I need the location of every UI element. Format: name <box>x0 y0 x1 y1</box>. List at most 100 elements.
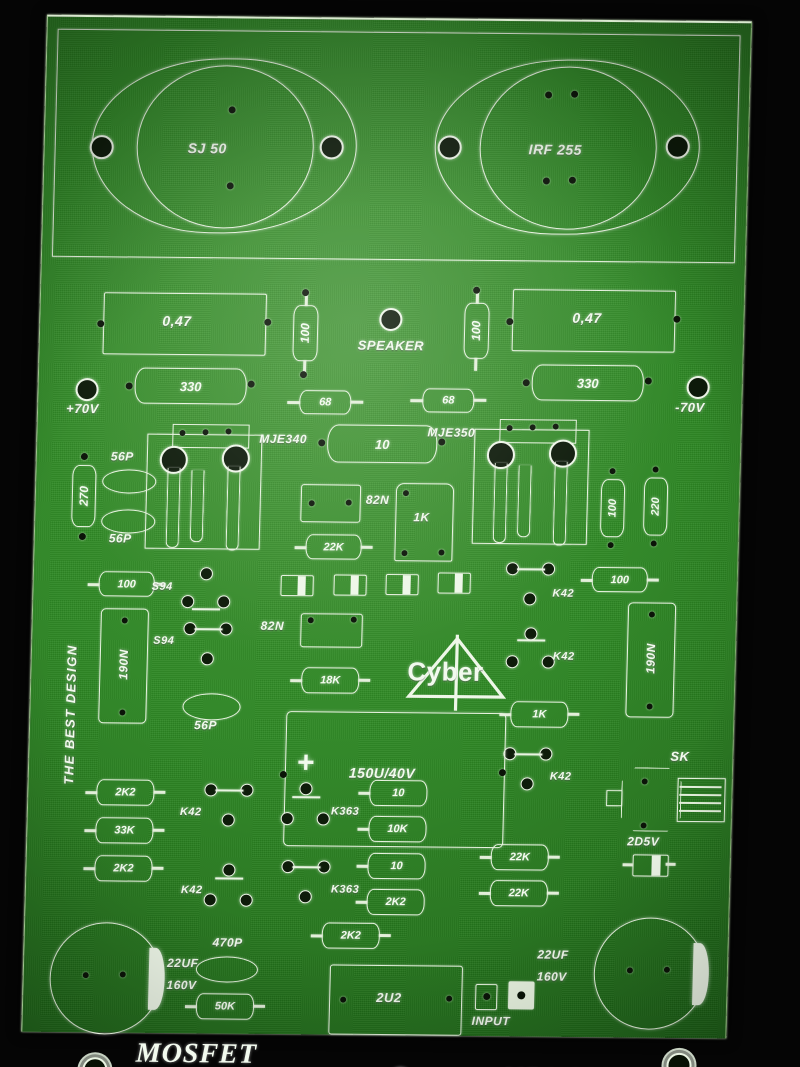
power-pad-negative[interactable] <box>686 375 710 400</box>
lead-r18k-2 <box>358 678 371 682</box>
lead-r68-left-b <box>350 400 364 404</box>
to92-flat-edge <box>517 639 546 642</box>
to220-lead-outline-l3 <box>225 466 241 551</box>
silk-label-zener-2d5v: 2D5V <box>626 834 660 849</box>
lead-r100mr-2 <box>646 578 659 582</box>
silk-label-c82n-a: 82N <box>365 492 390 507</box>
footprint-r100-right: 100 <box>463 302 490 359</box>
silk-label-s94-b: S94 <box>153 634 175 647</box>
lead-r22kc-1 <box>478 891 491 895</box>
footprint-k42-e <box>201 863 254 909</box>
diode-cathode-band-1 <box>297 576 307 596</box>
lead-r22kc-2 <box>546 891 559 895</box>
diode-cathode-band-3 <box>402 575 412 595</box>
lead-r68-left-a <box>287 400 301 404</box>
silk-label-minus70v: -70V <box>674 399 705 416</box>
silk-label-mje350: MJE350 <box>427 425 476 440</box>
footprint-r18k: 18K <box>300 667 360 694</box>
footprint-r100-ml: 100 <box>98 571 155 597</box>
to92-pin <box>520 777 534 791</box>
silk-label-r1k-b: 1K <box>532 708 547 721</box>
cyber-logo: Cyber <box>400 632 512 713</box>
footprint-r1k-b: 1K <box>510 701 569 728</box>
silk-label-r2k2-d: 2K2 <box>340 929 362 942</box>
to92-pin <box>523 592 537 606</box>
pad-r330-left-a <box>125 382 133 390</box>
silk-label-r68-left: 68 <box>318 396 332 409</box>
footprint-r100-mr: 100 <box>591 566 649 593</box>
footprint-r22k-a: 22K <box>305 534 362 560</box>
pad-r100rv-top <box>609 468 616 475</box>
to92-pin <box>203 893 217 907</box>
lead-r100ml-1 <box>87 583 100 586</box>
footprint-r22k-b: 22K <box>490 844 550 871</box>
to220-lead-outline-l2 <box>189 470 205 543</box>
to92-flat-edge <box>292 866 321 869</box>
silk-label-r10-b: 10 <box>390 860 403 873</box>
lead-r2k2b-2 <box>151 866 164 870</box>
silk-label-mje340: MJE340 <box>259 431 308 447</box>
speaker-output-pad[interactable] <box>379 307 403 332</box>
silk-label-r330-right: 330 <box>576 375 599 391</box>
lead-r68-right-b <box>473 398 487 402</box>
footprint-c56p-a <box>101 469 157 494</box>
silk-label-sj50: SJ 50 <box>187 139 227 157</box>
footprint-diode-3 <box>385 573 419 596</box>
silk-label-r22k-a: 22K <box>323 540 344 554</box>
mounting-hole-bottom-left <box>82 1057 108 1067</box>
lead-r2k2c-1 <box>355 900 368 904</box>
silk-label-irf255: IRF 255 <box>528 141 583 158</box>
to220-lead-outline-r3 <box>552 461 568 546</box>
silk-label-speaker: SPEAKER <box>357 337 425 354</box>
silk-label-c2u2: 2U2 <box>376 989 402 1006</box>
silk-label-r270: 270 <box>76 485 92 507</box>
to92-pin <box>199 567 214 581</box>
silk-label-r100-mr: 100 <box>610 573 630 586</box>
silk-label-r10-a: 10 <box>392 787 405 800</box>
lead-r22k-a-2 <box>360 545 373 549</box>
to92-flat-edge <box>292 796 321 799</box>
lead-r10a-1 <box>358 791 371 795</box>
footprint-c56p-b <box>100 509 156 534</box>
to92-flat-edge <box>192 608 221 611</box>
silk-label-c82n-b: 82N <box>260 618 285 634</box>
to92-pin <box>222 863 236 877</box>
silk-label-r100-left: 100 <box>298 323 313 344</box>
pad-r220rv-top <box>652 466 659 473</box>
to220-lead-outline-r2 <box>516 465 532 538</box>
footprint-r2k2-a: 2K2 <box>96 779 155 806</box>
to92-flat-edge <box>194 628 223 631</box>
lead-r10b-1 <box>356 864 369 868</box>
lead-zener-1 <box>622 863 633 866</box>
silk-label-r2k2-a: 2K2 <box>115 786 136 799</box>
silk-label-k42-a: K42 <box>552 587 575 600</box>
lead-r50k-2 <box>252 1004 266 1008</box>
silk-label-c150u: 150U/40V <box>348 764 416 782</box>
footprint-r2k2-d: 2K2 <box>321 922 381 949</box>
ecap-keyway-left <box>147 947 166 1010</box>
pad-r100rv-bot <box>607 542 614 549</box>
lead-r100-right-bottom <box>474 357 477 371</box>
lead-r2k2a-1 <box>85 791 98 794</box>
silk-label-r68-right: 68 <box>442 394 455 407</box>
lead-r22kb-1 <box>479 855 492 859</box>
pad-r330-right-b <box>644 377 652 385</box>
footprint-c22uf-right <box>592 917 710 1031</box>
silk-title-mosfet: MOSFET <box>135 1037 258 1067</box>
footprint-c22uf-left <box>48 921 166 1035</box>
lead-r50k-1 <box>184 1005 198 1008</box>
diode-cathode-band-2 <box>350 575 360 595</box>
trimmer-body-outline <box>620 767 682 832</box>
lead-r2k2a-2 <box>153 790 166 794</box>
power-pad-positive[interactable] <box>75 377 99 402</box>
pad-r330-left-b <box>247 380 255 388</box>
trimmer-shaft-outline <box>676 777 726 823</box>
footprint-r10-b: 10 <box>367 852 426 880</box>
lead-r1k-b-2 <box>567 712 580 716</box>
silk-label-r22k-b: 22K <box>509 851 531 864</box>
silk-label-c22uf-left-voltage: 160V <box>166 977 197 993</box>
footprint-r2k2-c: 2K2 <box>366 888 425 916</box>
footprint-r10k: 10K <box>368 815 427 843</box>
to92-pin <box>221 813 235 827</box>
